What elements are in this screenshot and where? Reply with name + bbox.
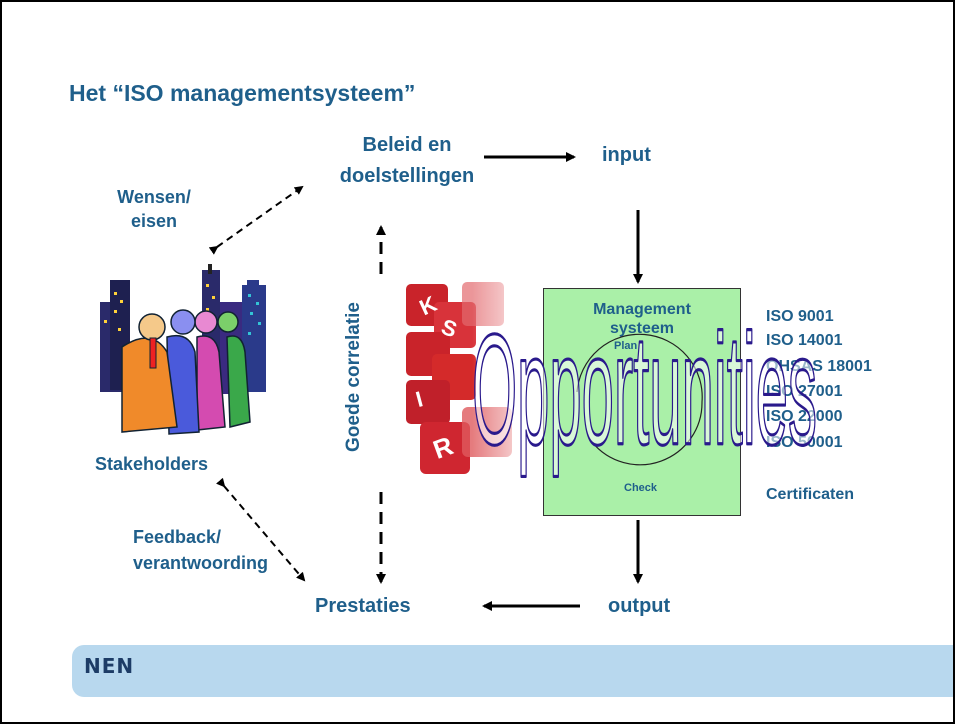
- iso-item: ISO 50001: [766, 434, 843, 451]
- arrow-stakeholders-prestaties: [216, 477, 306, 582]
- output-label: output: [608, 595, 671, 617]
- nen-logo: NEN: [84, 654, 135, 678]
- iso-item: ISO 27001: [766, 383, 843, 400]
- management-systeem-box: [543, 288, 741, 516]
- input-label: input: [602, 144, 651, 166]
- management-systeem-title: Management systeem: [593, 301, 691, 337]
- page-title: Het “ISO managementsysteem”: [69, 80, 416, 106]
- people-group-icon: [121, 309, 251, 435]
- feedback-line1: Feedback/: [133, 527, 222, 547]
- opportunities-wordart: Opportunities: [472, 302, 817, 479]
- prestaties-label: Prestaties: [315, 595, 411, 617]
- iso-item: ISO 22000: [766, 408, 843, 425]
- arrow-wensen-beleid: [208, 185, 304, 255]
- wensen-label: Wensen/ eisen: [117, 187, 191, 231]
- opportunities-text: Opportunities: [472, 302, 817, 478]
- pdca-circle: [576, 333, 703, 403]
- feedback-label: Feedback/ verantwoording: [133, 524, 268, 576]
- pdca-plan-label: Plan: [614, 340, 638, 352]
- stakeholders-label: Stakeholders: [95, 454, 209, 474]
- risk-dice-icon: [406, 272, 542, 482]
- feedback-line2: verantwoording: [133, 553, 269, 573]
- certificaten-label: Certificaten: [766, 486, 855, 503]
- iso-item: ISO 14001: [766, 332, 843, 349]
- iso-item: ISO 9001: [766, 308, 834, 325]
- pdca-check-label: Check: [624, 482, 658, 494]
- footer-bar: [72, 645, 953, 697]
- iso-item: OHSAS 18001: [766, 358, 872, 375]
- beleid-label: Beleid en doelstellingen: [339, 134, 475, 187]
